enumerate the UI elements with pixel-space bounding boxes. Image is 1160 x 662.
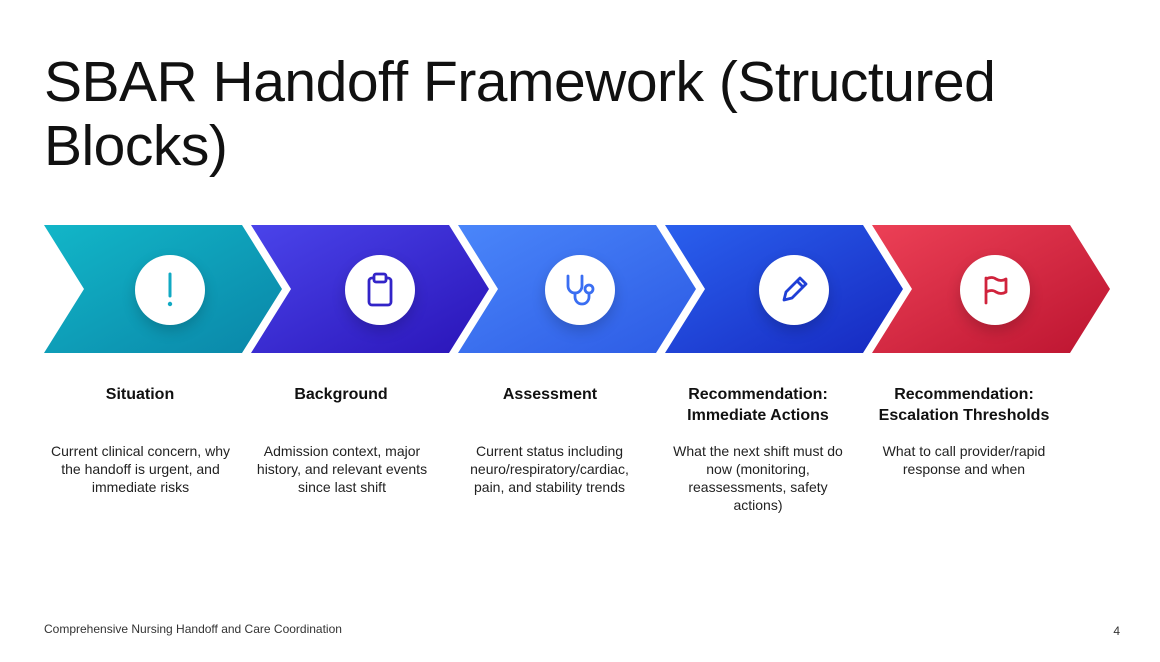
footer-text: Comprehensive Nursing Handoff and Care C… bbox=[44, 622, 342, 636]
step-title-background: Background bbox=[241, 384, 441, 405]
step-label: Situation bbox=[105, 386, 175, 403]
assessment-icon-circle bbox=[545, 255, 615, 325]
step-label-secondary: Immediate Actions bbox=[687, 407, 829, 424]
page-number: 4 bbox=[1113, 624, 1120, 638]
step-description-background: Admission context, major history, and re… bbox=[256, 443, 428, 495]
step-label: Background bbox=[294, 386, 388, 403]
step-description-situation: Current clinical concern, why the handof… bbox=[51, 443, 230, 495]
step-title-recommendation-actions: Recommendation: Immediate Actions bbox=[658, 384, 858, 426]
step-label: Assessment bbox=[502, 386, 598, 403]
step-title-recommendation-escalation: Recommendation: Escalation Thresholds bbox=[864, 384, 1064, 426]
step-label: Recommendation: bbox=[688, 386, 828, 403]
step-description-assessment: Current status including neuro/respirato… bbox=[470, 443, 629, 495]
pencil-icon bbox=[782, 276, 808, 302]
flag-icon bbox=[984, 276, 1008, 305]
clipboard-icon bbox=[367, 272, 393, 307]
situation-icon-circle bbox=[135, 255, 205, 325]
step-label-secondary: Escalation Thresholds bbox=[878, 407, 1050, 424]
recommendation-escalation-icon-circle bbox=[960, 255, 1030, 325]
step-title-situation: Situation bbox=[40, 384, 240, 405]
stethoscope-icon bbox=[566, 274, 595, 306]
exclamation-icon bbox=[167, 272, 173, 307]
step-label: Recommendation: bbox=[894, 386, 1034, 403]
background-icon-circle bbox=[345, 255, 415, 325]
recommendation-actions-icon-circle bbox=[759, 255, 829, 325]
page-title: SBAR Handoff Framework (Structured Block… bbox=[44, 50, 996, 178]
step-title-assessment: Assessment bbox=[450, 384, 650, 405]
step-description-recommendation-escalation: What to call provider/rapid response and… bbox=[882, 443, 1046, 477]
step-description-recommendation-actions: What the next shift must do now (monitor… bbox=[673, 443, 843, 513]
